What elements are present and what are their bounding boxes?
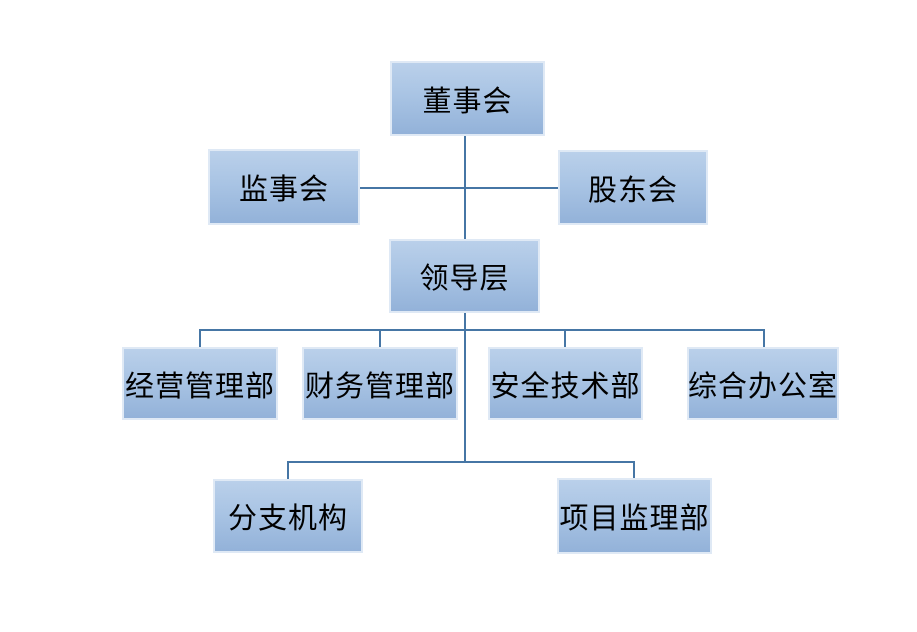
org-node-supervisory-board[interactable]: 监事会 [208, 149, 360, 225]
connector-drop-finance [379, 329, 381, 347]
org-node-safety-technology-dept[interactable]: 安全技术部 [488, 347, 643, 420]
org-node-shareholders-meeting-label: 股东会 [587, 174, 678, 207]
org-node-board[interactable]: 董事会 [390, 61, 545, 136]
connector-drop-general-office [763, 329, 765, 347]
org-node-operations-label: 经营管理部 [124, 370, 275, 403]
connector-drop-safety [564, 329, 566, 347]
org-node-project-supervision-label: 项目监理部 [559, 503, 710, 535]
org-node-branch-organizations[interactable]: 分支机构 [213, 479, 363, 553]
org-node-shareholders-meeting[interactable]: 股东会 [558, 150, 708, 225]
org-node-safety-label: 安全技术部 [490, 370, 641, 403]
org-node-supervisory-board-label: 监事会 [238, 174, 329, 206]
connector-leadership-trunk [464, 313, 466, 463]
connector-level4-rail [199, 329, 765, 331]
org-node-operations-management-dept[interactable]: 经营管理部 [122, 347, 278, 420]
org-node-leadership-label: 领导层 [419, 263, 510, 295]
org-node-branch-label: 分支机构 [227, 503, 348, 535]
org-node-leadership[interactable]: 领导层 [389, 239, 540, 313]
connector-drop-project-supervision [633, 461, 635, 479]
org-node-project-supervision-dept[interactable]: 项目监理部 [557, 478, 712, 554]
connector-drop-branch [287, 461, 289, 480]
org-node-board-label: 董事会 [422, 85, 513, 118]
org-node-general-office[interactable]: 综合办公室 [687, 347, 839, 420]
connector-drop-operations [199, 329, 201, 347]
connector-supervisory-to-shareholders [360, 187, 558, 189]
connector-level5-rail [287, 461, 635, 463]
org-node-general-office-label: 综合办公室 [688, 370, 839, 403]
org-node-finance-management-dept[interactable]: 财务管理部 [302, 347, 458, 420]
org-node-finance-label: 财务管理部 [304, 370, 455, 403]
